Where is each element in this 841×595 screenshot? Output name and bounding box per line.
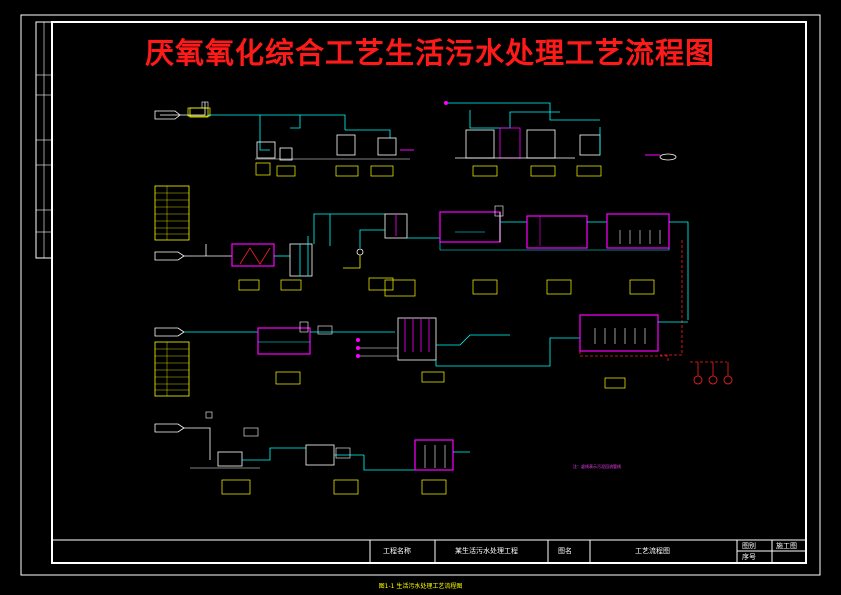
sludge-storage-tank — [305, 444, 335, 466]
drawing-name-label: 图名 — [558, 547, 572, 555]
intermediate-tank — [257, 327, 311, 355]
sheet-value: 施工图 — [776, 542, 797, 550]
drawing-name-value: 工艺流程图 — [635, 547, 670, 555]
row-2-legend-table — [154, 185, 190, 241]
regulating-tank — [289, 243, 313, 277]
chemical-tank-a — [465, 129, 495, 159]
project-name-value: 某生活污水处理工程 — [455, 547, 518, 555]
sludge-thickener — [217, 451, 243, 467]
process-note: 注：虚线表示污泥回流管线 — [573, 464, 621, 469]
anoxic-tank — [526, 215, 588, 249]
secondary-clarifier — [397, 317, 437, 361]
drawing-title: 厌氧氧化综合工艺生活污水处理工艺流程图 — [144, 36, 715, 70]
row-4-sludge-system — [154, 411, 470, 495]
anaerobic-tank — [439, 211, 501, 243]
number-label: 序号 — [742, 553, 756, 561]
row-1-dosing-system — [154, 101, 414, 177]
aerobic-tank — [606, 213, 670, 249]
row-3-sedimentation — [154, 314, 733, 397]
row-2-main-process — [154, 185, 689, 356]
chemical-tank-b — [526, 129, 556, 159]
dosing-tank-1 — [256, 141, 276, 159]
inlet-arrow-1 — [154, 110, 181, 120]
inlet-arrow-3 — [154, 327, 185, 337]
filter-press — [414, 439, 454, 471]
inlet-arrow-4 — [154, 423, 185, 433]
title-block — [52, 539, 806, 563]
binding-strip-cells — [36, 22, 52, 258]
dosing-tank-3 — [377, 137, 397, 156]
row-3-legend-table — [154, 341, 190, 397]
dosing-tank-2 — [336, 134, 356, 156]
drawing-caption: 图1-1 生活污水处理工艺流程图 — [378, 583, 463, 590]
sludge-pumps — [690, 361, 733, 385]
sheet-label: 图别 — [742, 542, 756, 550]
grille-tank — [231, 243, 275, 267]
pump-icon — [356, 248, 364, 256]
project-name-label: 工程名称 — [383, 547, 411, 555]
row-1-right-equipment — [444, 101, 677, 177]
inlet-arrow-2 — [154, 251, 185, 261]
mbr-tank — [579, 314, 659, 352]
inner-frame — [51, 21, 807, 564]
outer-border — [20, 14, 821, 576]
